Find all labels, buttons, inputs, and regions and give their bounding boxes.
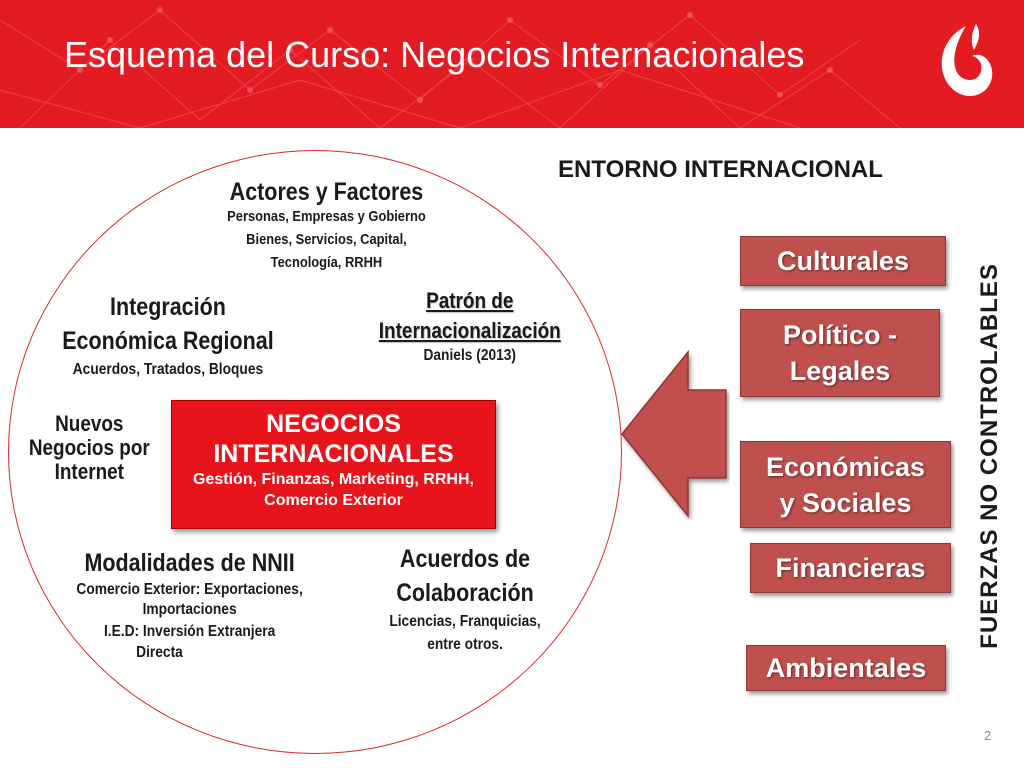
force-politico-legales: Político - Legales — [740, 309, 940, 397]
force-label: Ambientales — [765, 653, 927, 683]
core-subtitle-line: Comercio Exterior — [264, 492, 403, 509]
fuerzas-no-controlables-label: FUERZAS NO CONTROLABLES — [970, 240, 1010, 672]
modalidades-line: I.E.D: Inversión Extranjera — [104, 623, 276, 640]
nuevos-line: Nuevos — [54, 411, 124, 436]
nuevos-block: Nuevos Negocios por Internet — [14, 412, 164, 484]
force-label: Político - Legales — [783, 320, 897, 386]
integracion-title-line: Económica Regional — [62, 327, 274, 355]
modalidades-title: Modalidades de NNII — [84, 549, 296, 577]
negocios-internacionales-box: NEGOCIOS INTERNACIONALES Gestión, Finanz… — [171, 400, 496, 529]
acuerdos-line: Licencias, Franquicias, — [389, 613, 541, 630]
header-banner: Esquema del Curso: Negocios Internaciona… — [0, 0, 1024, 128]
environment-title: ENTORNO INTERNACIONAL — [558, 156, 883, 183]
actores-title: Actores y Factores — [229, 178, 423, 206]
page-number: 2 — [984, 728, 992, 743]
force-economicas-sociales: Económicas y Sociales — [740, 441, 951, 528]
patron-block: Patrón de Internacionalización Daniels (… — [340, 286, 600, 366]
integracion-block: Integración Económica Regional Acuerdos,… — [38, 290, 298, 381]
modalidades-block: Modalidades de NNII Comercio Exterior: E… — [40, 546, 340, 662]
acuerdos-title-line: Acuerdos de — [399, 545, 531, 573]
core-title-line: NEGOCIOS — [266, 410, 401, 438]
acuerdos-line: entre otros. — [427, 636, 503, 653]
integracion-subtitle: Acuerdos, Tratados, Bloques — [72, 361, 264, 378]
acuerdos-block: Acuerdos de Colaboración Licencias, Fran… — [340, 542, 590, 656]
core-subtitle-line: Gestión, Finanzas, Marketing, RRHH, — [193, 471, 474, 488]
actores-block: Actores y Factores Personas, Empresas y … — [186, 175, 466, 274]
core-title-line: INTERNACIONALES — [213, 440, 454, 468]
force-ambientales: Ambientales — [746, 645, 946, 691]
scope-circle — [8, 150, 622, 754]
acuerdos-title-line: Colaboración — [396, 579, 534, 607]
force-label: Culturales — [776, 246, 910, 276]
force-label: Financieras — [775, 553, 926, 583]
nuevos-line: Negocios por — [28, 435, 150, 460]
actores-line: Bienes, Servicios, Capital, — [245, 231, 407, 248]
patron-title-line: Patrón de — [426, 288, 514, 313]
upc-flame-logo-icon — [941, 24, 993, 96]
nuevos-line: Internet — [54, 459, 124, 484]
modalidades-line: Comercio Exterior: Exportaciones, — [76, 581, 304, 598]
force-label: Económicas y Sociales — [765, 451, 926, 518]
modalidades-line: Directa — [136, 644, 184, 661]
integracion-title-line: Integración — [110, 293, 226, 321]
patron-title-line: Internacionalización — [379, 318, 561, 343]
actores-line: Tecnología, RRHH — [270, 254, 382, 271]
force-financieras: Financieras — [750, 543, 951, 593]
patron-subtitle: Daniels (2013) — [423, 347, 517, 364]
actores-line: Personas, Empresas y Gobierno — [226, 208, 426, 225]
page-title: Esquema del Curso: Negocios Internaciona… — [64, 34, 805, 75]
modalidades-line: Importaciones — [142, 601, 238, 618]
network-pattern-background — [0, 7, 901, 128]
arrow-left-icon — [621, 349, 727, 519]
vertical-label-text: FUERZAS NO CONTROLABLES — [976, 263, 1003, 649]
force-culturales: Culturales — [740, 236, 946, 286]
